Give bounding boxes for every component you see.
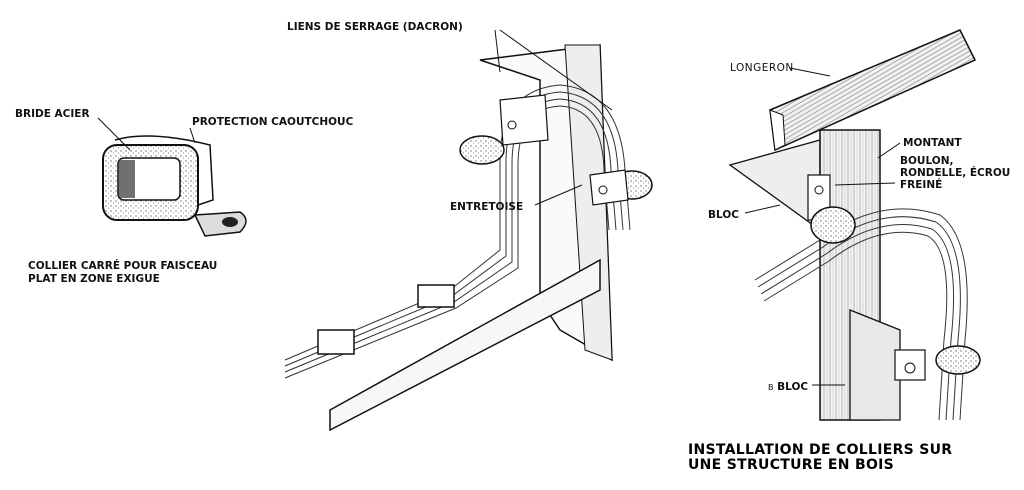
square-clamp-drawing bbox=[97, 117, 247, 237]
structure-drawing bbox=[284, 29, 653, 432]
label-bride-acier: BRIDE ACIER bbox=[15, 108, 90, 120]
caption-line-1: COLLIER CARRÉ POUR FAISCEAU bbox=[28, 260, 218, 272]
caption-wood-line-2: UNE STRUCTURE EN BOIS bbox=[688, 457, 895, 473]
label-liens-de-serrage: LIENS DE SERRAGE (DACRON) bbox=[287, 21, 463, 33]
label-bloc-bottom-text: BLOC bbox=[777, 381, 809, 393]
label-entretoise: ENTRETOISE bbox=[450, 201, 524, 213]
label-bloc-bottom-prefix: B bbox=[768, 383, 774, 392]
label-longeron: LONGERON bbox=[730, 62, 794, 74]
label-protection-caoutchouc: PROTECTION CAOUTCHOUC bbox=[192, 116, 354, 128]
label-bloc-top: BLOC bbox=[708, 209, 739, 221]
caption-wood-line-1: INSTALLATION DE COLLIERS SUR bbox=[688, 442, 953, 458]
label-boulon-line-3: FREINÉ bbox=[900, 179, 943, 191]
label-montant: MONTANT bbox=[903, 137, 962, 149]
label-boulon-line-2: RONDELLE, ÉCROU bbox=[900, 167, 1011, 179]
label-bloc-bottom: B BLOC bbox=[768, 381, 808, 394]
label-boulon-line-1: BOULON, bbox=[900, 155, 954, 167]
wood-structure-drawing bbox=[728, 29, 981, 421]
caption-line-2: PLAT EN ZONE EXIGUE bbox=[28, 273, 160, 285]
